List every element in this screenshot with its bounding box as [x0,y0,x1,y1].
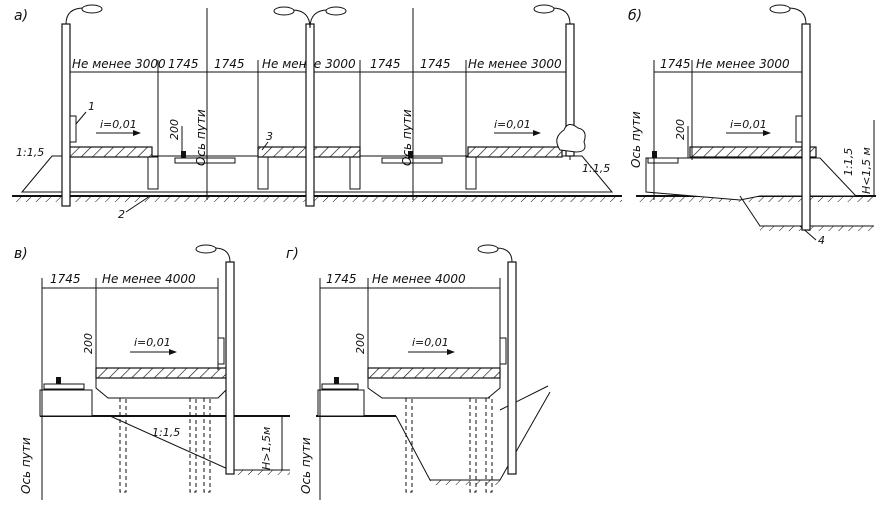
panel-a-slope-15-right: 1:1,5 [582,162,610,175]
panel-a-track-axis-2: Ось пути [400,109,414,166]
panel-b-platform-slab [689,146,817,158]
panel-b-dim-3000: Не менее 3000 [696,57,790,71]
panel-a-dim-200: 200 [168,119,181,140]
panel-a-label: а) [14,8,28,24]
panel-v-platform-slab [95,367,229,379]
panel-b-dim-1745: 1745 [660,57,691,71]
panel-v-dim-200: 200 [82,333,95,354]
panel-a-callout-3: 3 [266,130,273,143]
panel-a-dim-1745-1: 1745 [168,57,199,71]
panel-a-dim-3000-1: Не менее 3000 [72,57,166,71]
panel-v-h-more: H>1,5м [260,427,273,470]
panel-b-lamp [769,4,811,231]
panel-v-slope-15: 1:1,5 [152,426,180,439]
panel-b-h-less: H<1,5 м [860,147,873,194]
panel-b-track-axis: Ось пути [629,111,643,168]
panel-a-platform-slab-1 [63,146,153,158]
panel-g-label: г) [286,246,299,262]
panel-a-ground [12,195,622,202]
panel-g-dim-200: 200 [354,333,367,354]
panel-a-rail-2 [381,151,443,164]
panel-b-rail [647,151,679,164]
panel-b: б) 1745 Не менее 3000 i=0,01 200 Ось пут… [628,4,876,247]
panel-a-dim-1745-2: 1745 [214,57,245,71]
panel-v-rail [43,377,85,390]
panel-v-dim-1745: 1745 [50,272,81,286]
panel-g-slope: i=0,01 [412,336,449,349]
panel-a-slope-15-left: 1:1,5 [16,146,44,159]
panel-b-slope: i=0,01 [730,118,767,131]
panel-a-dim-1745-3: 1745 [370,57,401,71]
panel-a-lamp-3 [533,4,586,157]
panel-v-lamp [195,244,235,475]
panel-v-track-axis: Ось пути [19,437,33,494]
panel-b-dim-200: 200 [674,119,687,140]
panel-b-slope-15: 1:1,5 [842,148,855,176]
panel-a-track-axis-1: Ось пути [194,109,208,166]
panel-a-slope-right: i=0,01 [494,118,531,131]
panel-a-platform-slab-3 [467,146,563,158]
panel-v-label: в) [14,246,28,262]
panel-a-callout-2: 2 [118,208,125,221]
panel-v-dim-4000: Не менее 4000 [102,272,196,286]
panel-a-embankment [20,155,614,193]
panel-g-track-axis: Ось пути [299,437,313,494]
panel-a-lamp-2 [273,6,347,207]
panel-g-platform-slab [367,367,501,379]
panel-g: г) 1745 Не менее 4000 i=0,01 200 Ось пут… [286,244,551,500]
panel-v-slope: i=0,01 [134,336,171,349]
panel-b-callout-4: 4 [818,234,825,247]
panel-g-dim-1745: 1745 [326,272,357,286]
panel-a-lamp-1 [61,4,103,207]
panel-a: а) [12,4,622,221]
panel-v: в) 1745 Не менее 4000 i=0,01 200 Ось пут… [14,244,290,500]
panel-a-dim-1745-4: 1745 [420,57,451,71]
panel-g-lamp [477,244,517,475]
panel-b-label: б) [628,8,642,24]
panel-a-dim-3000-3: Не менее 3000 [468,57,562,71]
panel-a-callout-1: 1 [88,100,95,113]
panel-g-dim-4000: Не менее 4000 [372,272,466,286]
panel-a-slope-left: i=0,01 [100,118,137,131]
panel-a-rail-1 [174,151,236,164]
panel-b-embankment [645,157,858,201]
panel-g-trench [395,391,551,481]
panel-g-rail [321,377,359,390]
